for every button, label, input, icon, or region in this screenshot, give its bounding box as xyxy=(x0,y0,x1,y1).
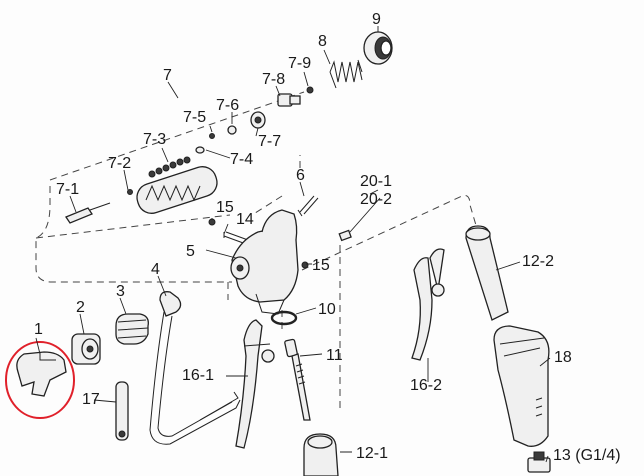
part-12-2-tube xyxy=(465,225,509,321)
label-12-1: 12-1 xyxy=(356,445,388,462)
label-13: 13 (G1/4) xyxy=(553,447,621,464)
label-1: 1 xyxy=(34,321,43,338)
label-4: 4 xyxy=(151,261,160,278)
part-3-sleeve xyxy=(115,313,149,345)
part-6-screw xyxy=(297,195,319,217)
part-7-2-pin xyxy=(127,189,133,195)
dashed-path-outline xyxy=(35,186,232,283)
label-7-3: 7-3 xyxy=(143,131,166,148)
part-4-guard xyxy=(149,291,241,445)
part-1-tip xyxy=(16,351,67,397)
part-15-screw-b xyxy=(301,261,309,269)
part-5-gun-body xyxy=(230,209,299,315)
label-7-4: 7-4 xyxy=(230,151,253,168)
dashed-path-right xyxy=(301,194,479,410)
part-11-filter xyxy=(284,338,311,421)
part-7-cartridge xyxy=(136,166,218,214)
label-5: 5 xyxy=(186,243,195,260)
label-8: 8 xyxy=(318,33,327,50)
assembly-bracket-7 xyxy=(49,91,305,181)
label-7-9: 7-9 xyxy=(288,55,311,72)
label-2: 2 xyxy=(76,299,85,316)
part-17-pin xyxy=(115,381,129,441)
part-10-oring xyxy=(270,310,298,326)
part-8-spring xyxy=(329,59,363,89)
label-12-2: 12-2 xyxy=(522,253,554,270)
part-18-handle xyxy=(493,325,550,447)
part-16-1-trigger xyxy=(235,319,275,449)
label-3: 3 xyxy=(116,283,125,300)
leader-lines xyxy=(35,26,551,463)
label-16-2: 16-2 xyxy=(410,377,442,394)
part-7-5-seal xyxy=(209,133,215,139)
label-16-1: 16-1 xyxy=(182,367,214,384)
label-7-8: 7-8 xyxy=(262,71,285,88)
label-7: 7 xyxy=(163,67,172,84)
part-2-nut xyxy=(71,333,101,365)
part-20-2-plug xyxy=(338,229,352,242)
part-13-fitting xyxy=(527,451,551,473)
part-7-1-needle xyxy=(65,202,111,224)
label-20-1: 20-1 xyxy=(360,173,392,190)
dashed-path-lower xyxy=(227,282,283,330)
label-7-2: 7-2 xyxy=(108,155,131,172)
label-14: 14 xyxy=(236,211,254,228)
label-9: 9 xyxy=(372,11,381,28)
label-11: 11 xyxy=(326,347,343,364)
part-7-3-seals xyxy=(148,156,191,178)
label-20-2: 20-2 xyxy=(360,191,392,208)
label-7-5: 7-5 xyxy=(183,109,206,126)
label-17: 17 xyxy=(82,391,100,408)
part-16-2-trigger xyxy=(411,248,445,361)
label-7-1: 7-1 xyxy=(56,181,79,198)
label-15-a: 15 xyxy=(216,199,234,216)
label-6: 6 xyxy=(296,167,305,184)
label-15-b: 15 xyxy=(312,257,330,274)
part-12-1-tube xyxy=(303,433,339,476)
part-7-7-nut xyxy=(250,111,266,129)
part-9-nut xyxy=(363,31,393,65)
part-7-4-washer xyxy=(195,146,205,154)
label-7-6: 7-6 xyxy=(216,97,239,114)
dashed-path-upper xyxy=(35,155,301,239)
part-7-9-ball xyxy=(306,86,314,94)
highlight-circle-part-1 xyxy=(5,341,75,419)
label-10: 10 xyxy=(318,301,336,318)
label-7-7: 7-7 xyxy=(258,133,281,150)
label-18: 18 xyxy=(554,349,572,366)
part-7-8-stem xyxy=(277,93,301,107)
part-7-6-ring xyxy=(227,125,237,135)
